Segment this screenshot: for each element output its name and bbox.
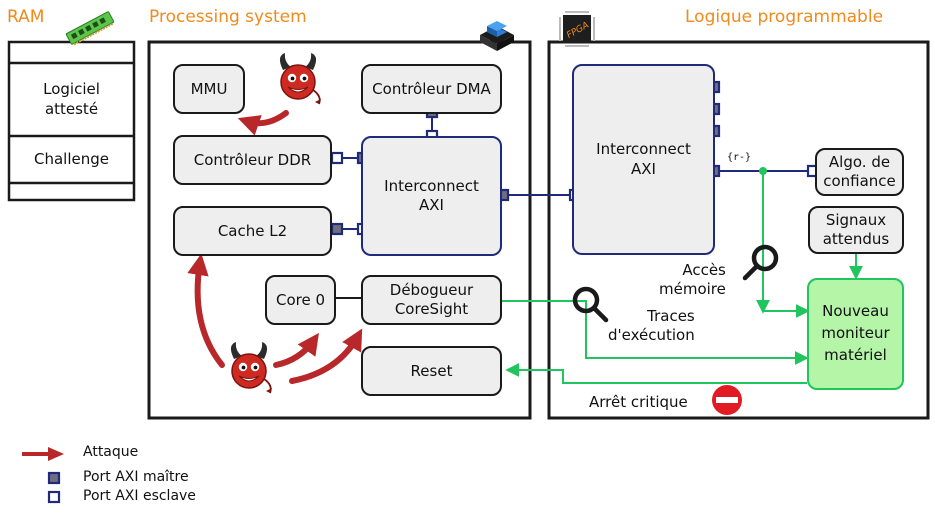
legend-attack-label: Attaque [83, 444, 139, 460]
magnifier-icon-memory [742, 244, 779, 281]
attack-arrows [187, 110, 363, 384]
execution-traces-label: Traces d'exécution [608, 307, 695, 344]
dma-controller-box: Contrôleur DMA [361, 64, 502, 114]
legend-attack-arrow-icon [22, 447, 64, 461]
ram-module-icon [65, 11, 115, 46]
green-signal-paths [498, 171, 863, 384]
magnifier-icon-traces [572, 286, 609, 323]
coresight-debugger-box: Débogueur CoreSight [361, 275, 502, 325]
axi-slave-port [330, 151, 344, 165]
pl-interconnect-box: Interconnect AXI [572, 64, 715, 255]
core0-box: Core 0 [265, 275, 336, 325]
ddr-controller-box: Contrôleur DDR [173, 135, 332, 185]
cpu-chip-icon [480, 21, 514, 51]
legend-master-port-icon [47, 471, 61, 485]
critical-stop-label: Arrêt critique [589, 393, 688, 411]
ram-title: RAM [7, 7, 45, 27]
fpga-chip-icon: FPGA [559, 11, 595, 47]
ram-attested-software: Logiciel attesté [43, 80, 100, 118]
ps-interconnect-box: Interconnect AXI [361, 136, 502, 256]
axi-port-tag: {r-} [727, 152, 752, 163]
cache-l2-box: Cache L2 [173, 206, 332, 256]
expected-signals-box: Signaux attendus [808, 206, 904, 254]
legend-slave-port-label: Port AXI esclave [83, 488, 196, 504]
ram-stack [7, 40, 136, 202]
processing-system-title: Processing system [149, 7, 307, 27]
mmu-box: MMU [173, 64, 245, 114]
signal-junction-dot [759, 167, 767, 175]
memory-access-label: Accès mémoire [659, 261, 726, 298]
legend-slave-port-icon [47, 490, 61, 504]
trust-algorithm-box: Algo. de confiance [815, 148, 904, 196]
programmable-logic-title: Logique programmable [685, 7, 884, 27]
hardware-monitor-box: Nouveau moniteur matériel [807, 278, 904, 390]
legend-master-port-label: Port AXI maître [83, 469, 189, 485]
stop-sign-icon [712, 385, 742, 415]
ram-challenge: Challenge [34, 149, 109, 168]
reset-box: Reset [361, 346, 502, 396]
axi-master-port [330, 222, 344, 236]
